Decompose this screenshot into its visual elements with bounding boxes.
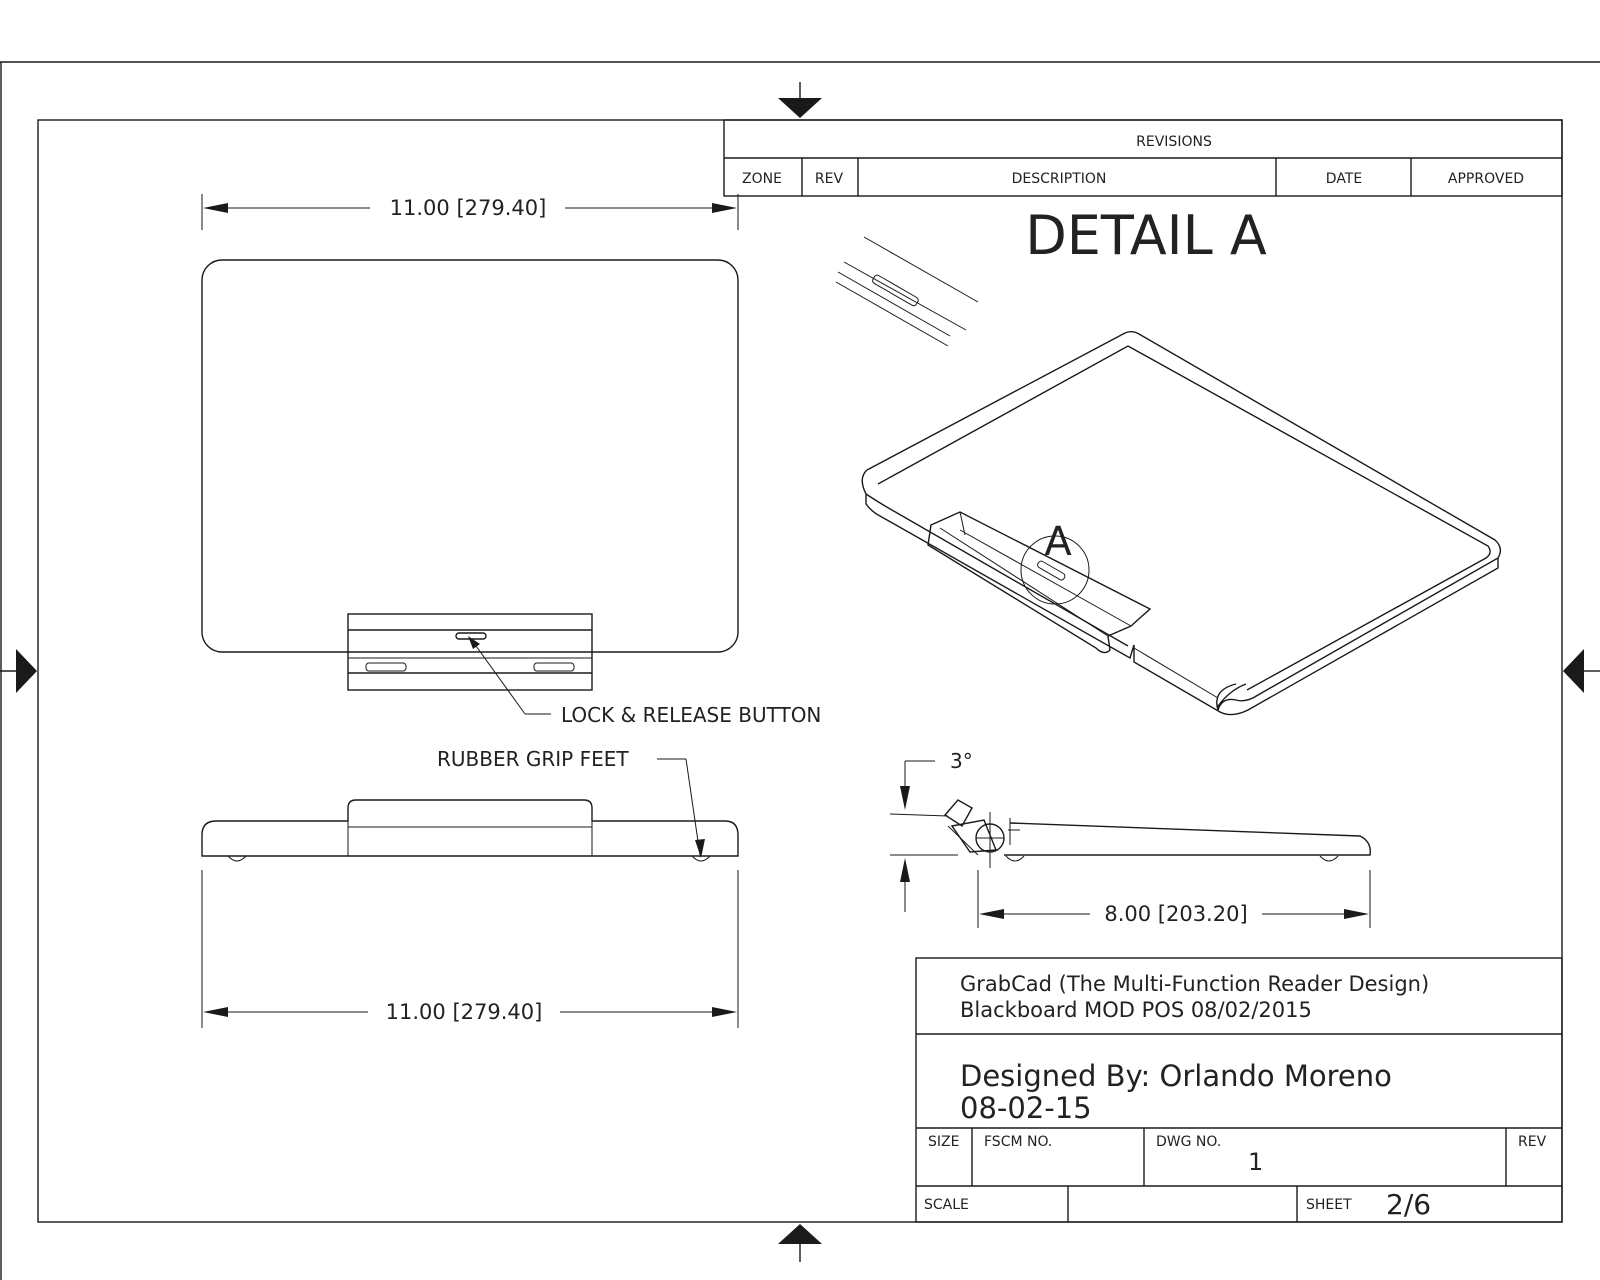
revisions-col-date: DATE xyxy=(1326,171,1362,187)
centering-arrow-left xyxy=(0,649,37,693)
sheet-value: 2/6 xyxy=(1386,1188,1431,1221)
isometric-view: A xyxy=(861,331,1502,716)
detail-a-close-up xyxy=(835,236,979,347)
angle-dimension-label: 3° xyxy=(950,749,973,773)
rev-label: REV xyxy=(1518,1134,1547,1150)
top-view: 11.00 [279.40] LOCK & RELEASE BUTTON xyxy=(201,194,821,727)
sheet-border xyxy=(0,61,1600,1280)
centering-arrow-bottom xyxy=(778,1224,822,1262)
side-length-dimension: 8.00 [203.20] xyxy=(977,870,1371,928)
rubber-grip-feet-label: RUBBER GRIP FEET xyxy=(437,747,629,771)
centering-arrow-top xyxy=(778,82,822,118)
bottom-width-dimension: 11.00 [279.40] xyxy=(386,1000,543,1024)
sheet-label: SHEET xyxy=(1306,1197,1352,1213)
top-width-dimension: 11.00 [279.40] xyxy=(390,196,547,220)
scale-label: SCALE xyxy=(924,1197,969,1213)
detail-a-marker: A xyxy=(1044,519,1072,565)
size-label: SIZE xyxy=(928,1134,959,1150)
dwg-no-label: DWG NO. xyxy=(1156,1134,1221,1150)
designed-by: Designed By: Orlando Moreno xyxy=(960,1059,1392,1093)
revisions-title: REVISIONS xyxy=(1136,134,1212,150)
lock-release-callout: LOCK & RELEASE BUTTON xyxy=(468,636,821,727)
title-block: GrabCad (The Multi-Function Reader Desig… xyxy=(915,957,1563,1223)
dock-clip-iso xyxy=(927,511,1152,654)
revisions-col-approved: APPROVED xyxy=(1448,171,1524,187)
fscm-label: FSCM NO. xyxy=(984,1134,1052,1150)
front-view: RUBBER GRIP FEET 11.00 [279.40] xyxy=(201,747,739,1028)
side-view: 3° 8.00 [203.20] xyxy=(889,749,1371,928)
dwg-no-value: 1 xyxy=(1248,1148,1263,1176)
lock-release-label: LOCK & RELEASE BUTTON xyxy=(561,703,821,727)
design-date: 08-02-15 xyxy=(960,1091,1092,1125)
hinge-pin xyxy=(975,812,1020,868)
clip-side xyxy=(943,799,998,856)
detail-a-title: DETAIL A xyxy=(1025,204,1267,267)
angle-dimension: 3° xyxy=(900,749,973,912)
revisions-col-rev: REV xyxy=(815,171,844,187)
project-title-line2: Blackboard MOD POS 08/02/2015 xyxy=(960,998,1312,1022)
dock-clip-top-view xyxy=(347,613,593,691)
centering-arrow-right xyxy=(1563,649,1600,693)
project-title-line1: GrabCad (The Multi-Function Reader Desig… xyxy=(960,972,1429,996)
revisions-col-description: DESCRIPTION xyxy=(1012,171,1107,187)
revisions-table: REVISIONS ZONE REV DESCRIPTION DATE APPR… xyxy=(723,119,1563,197)
side-length-dimension-label: 8.00 [203.20] xyxy=(1104,902,1247,926)
revisions-col-zone: ZONE xyxy=(742,171,782,187)
